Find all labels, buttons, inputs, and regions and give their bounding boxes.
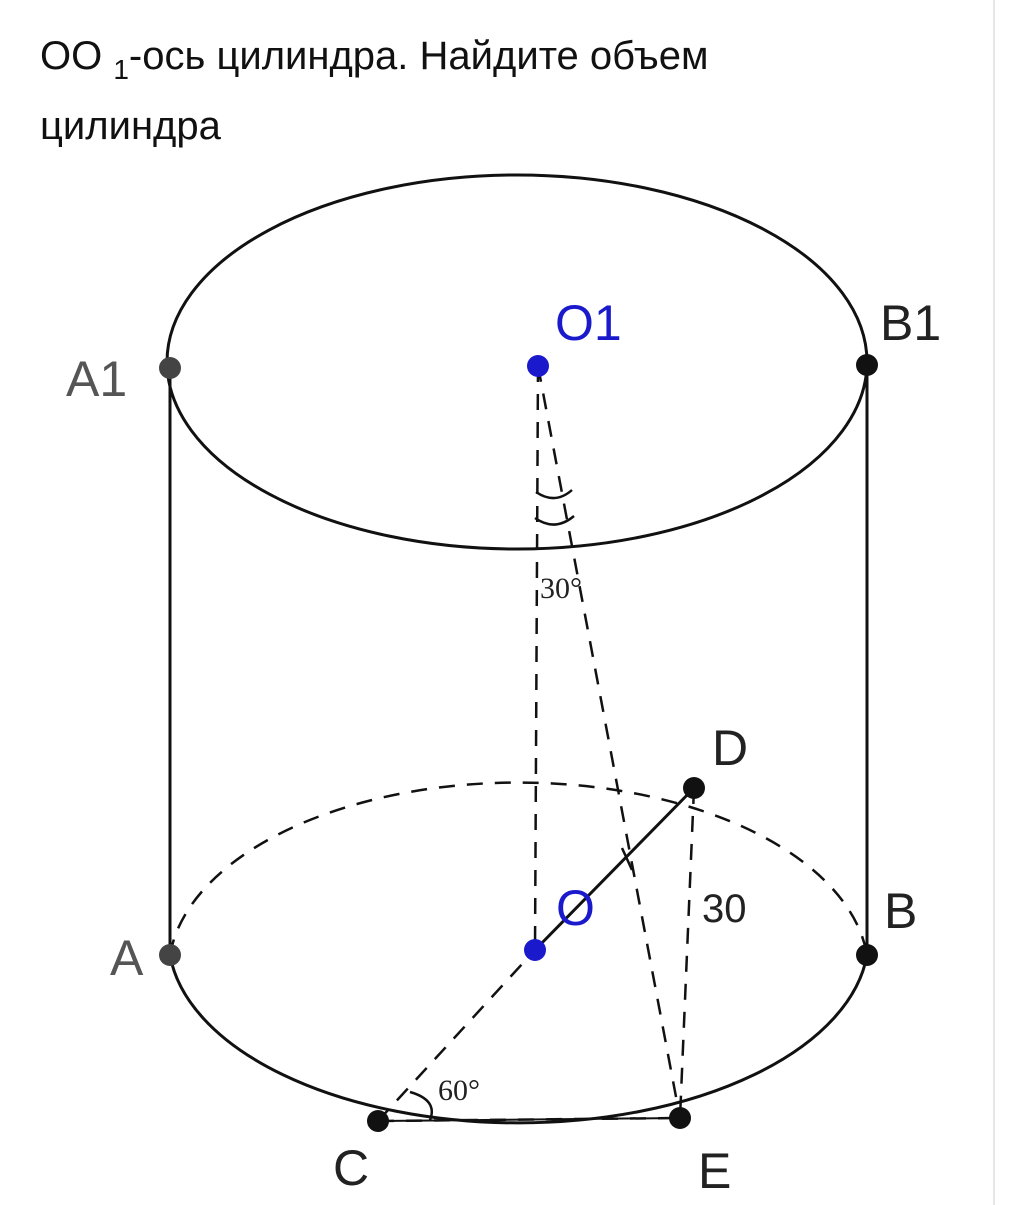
- label-C: C: [333, 1140, 369, 1196]
- top-base-ellipse: [165, 173, 869, 551]
- angle-label-bottom: 60°: [438, 1074, 480, 1107]
- angle-arc-top: [535, 489, 573, 500]
- point-O: [524, 939, 546, 961]
- bottom-base-front-arc: [168, 954, 869, 1125]
- point-A1: [159, 357, 181, 379]
- label-B: B: [884, 883, 917, 939]
- point-O1: [527, 355, 549, 377]
- segment-O1E: [536, 365, 682, 1119]
- label-O1: O1: [555, 295, 622, 351]
- label-E: E: [698, 1143, 731, 1199]
- label-O: O: [556, 880, 595, 936]
- point-C: [367, 1110, 389, 1132]
- label-D: D: [712, 720, 748, 776]
- axis-OO1: [533, 365, 540, 951]
- point-D: [683, 777, 705, 799]
- length-label-DE: 30: [702, 887, 747, 931]
- label-A: A: [110, 930, 144, 986]
- point-B1: [856, 354, 878, 376]
- label-B1: B1: [880, 295, 941, 351]
- problem-subscript: 1: [113, 54, 129, 85]
- problem-statement: OO 1-ось цилиндра. Найдите объем цилиндр…: [40, 28, 940, 154]
- segment-CO: [377, 949, 536, 1122]
- angle-label-top: 30°: [540, 572, 582, 605]
- tick-mark: [620, 847, 634, 871]
- angle-arc-top-2: [534, 515, 575, 526]
- point-E: [669, 1107, 691, 1129]
- label-A1: A1: [66, 351, 127, 407]
- problem-text-prefix: OO: [40, 34, 114, 78]
- segment-DE: [678, 787, 696, 1119]
- right-edge-divider: [993, 0, 995, 1205]
- problem-text-line2: цилиндра: [40, 104, 221, 148]
- segment-CE-dashed: [377, 1116, 681, 1123]
- problem-text-rest: -ось цилиндра. Найдите объем: [128, 34, 709, 78]
- point-A: [159, 944, 181, 966]
- segment-OD: [533, 786, 696, 952]
- bottom-base-back-arc: [168, 781, 869, 956]
- point-B: [856, 944, 878, 966]
- angle-arc-bottom: [409, 1090, 433, 1121]
